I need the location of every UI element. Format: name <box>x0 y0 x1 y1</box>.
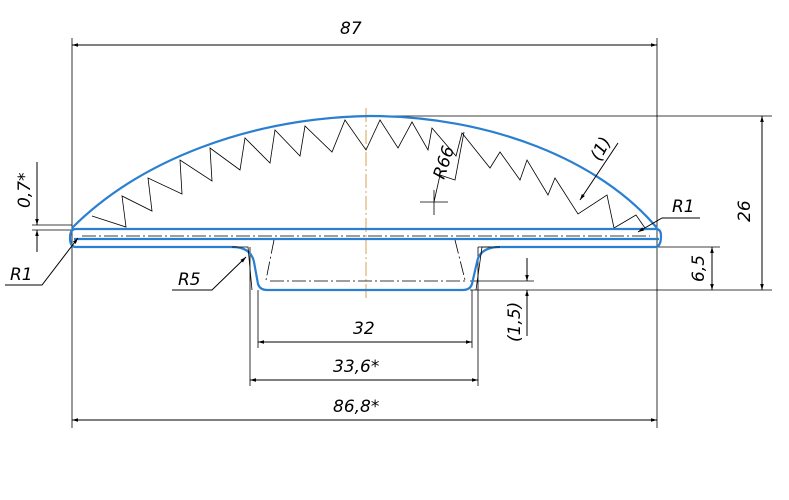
dim-height: 26 <box>735 200 755 222</box>
dim-flange-thickness: 0,7* <box>15 172 35 208</box>
dim-recess-width: 33,6* <box>333 357 379 377</box>
dim-tooth-depth: (1) <box>587 134 616 165</box>
radius-fillet: R5 <box>178 270 201 290</box>
dome-center-mark <box>420 131 465 215</box>
radius-right-edge: R1 <box>672 197 695 217</box>
recess-edge <box>232 246 500 291</box>
dimension-lines <box>5 43 764 422</box>
dim-flange-width: 86,8* <box>333 397 379 417</box>
dim-base-height: 6,5 <box>689 255 709 282</box>
serrated-teeth <box>91 119 646 229</box>
dim-recess-depth: (1,5) <box>505 302 525 342</box>
part-outline <box>68 114 663 292</box>
hidden-edge <box>265 239 466 281</box>
dim-overall-width: 87 <box>340 19 362 39</box>
dim-inner-width: 32 <box>353 319 375 339</box>
radius-left-edge: R1 <box>10 265 33 285</box>
radius-dome: R66 <box>430 143 459 181</box>
